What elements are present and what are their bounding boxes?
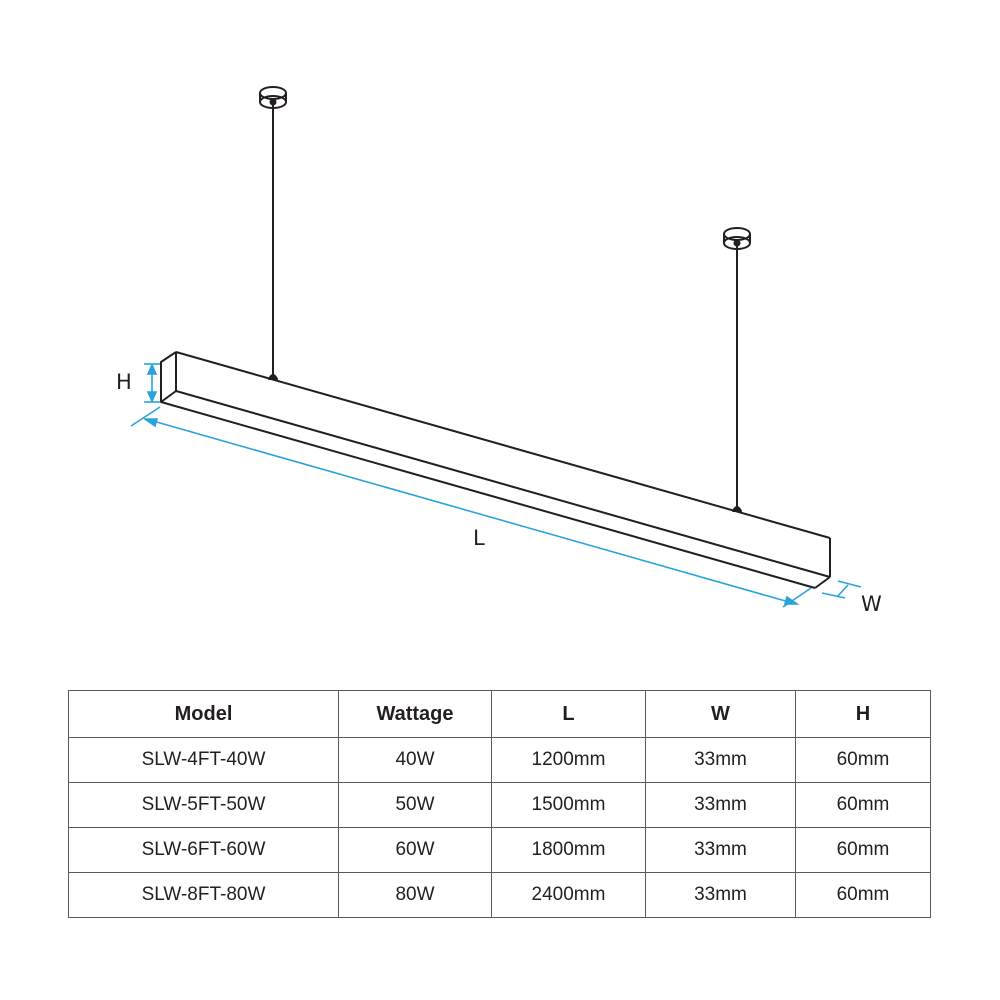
height-label: H xyxy=(116,370,132,394)
cell-width: 33mm xyxy=(645,827,796,873)
cell-model: SLW-6FT-60W xyxy=(68,827,339,873)
table-row: SLW-8FT-80W 80W 2400mm 33mm 60mm xyxy=(68,872,931,918)
pendant-light-drawing xyxy=(130,86,862,608)
cell-length: 1200mm xyxy=(491,737,646,783)
cell-model: SLW-4FT-40W xyxy=(68,737,339,783)
length-dimension xyxy=(130,406,812,608)
length-label: L xyxy=(473,526,485,550)
cell-length: 1500mm xyxy=(491,782,646,828)
cell-height: 60mm xyxy=(795,737,931,783)
cell-width: 33mm xyxy=(645,872,796,918)
cell-height: 60mm xyxy=(795,872,931,918)
height-dimension xyxy=(144,363,160,403)
cell-wattage: 80W xyxy=(338,872,492,918)
header-width: W xyxy=(645,690,796,738)
header-height: H xyxy=(795,690,931,738)
cell-model: SLW-8FT-80W xyxy=(68,872,339,918)
cell-length: 2400mm xyxy=(491,872,646,918)
header-wattage: Wattage xyxy=(338,690,492,738)
cell-width: 33mm xyxy=(645,737,796,783)
table-header-row: Model Wattage L W H xyxy=(68,690,931,738)
header-model: Model xyxy=(68,690,339,738)
width-dimension xyxy=(821,580,862,599)
header-length: L xyxy=(491,690,646,738)
table-row: SLW-6FT-60W 60W 1800mm 33mm 60mm xyxy=(68,827,931,873)
width-label: W xyxy=(861,592,882,616)
table-row: SLW-4FT-40W 40W 1200mm 33mm 60mm xyxy=(68,737,931,783)
cell-height: 60mm xyxy=(795,782,931,828)
table-row: SLW-5FT-50W 50W 1500mm 33mm 60mm xyxy=(68,782,931,828)
cell-wattage: 60W xyxy=(338,827,492,873)
cell-width: 33mm xyxy=(645,782,796,828)
spec-table: Model Wattage L W H SLW-4FT-40W 40W 1200… xyxy=(68,690,931,918)
cell-model: SLW-5FT-50W xyxy=(68,782,339,828)
cell-wattage: 40W xyxy=(338,737,492,783)
cell-height: 60mm xyxy=(795,827,931,873)
luminaire-body xyxy=(160,351,831,589)
cell-length: 1800mm xyxy=(491,827,646,873)
cell-wattage: 50W xyxy=(338,782,492,828)
